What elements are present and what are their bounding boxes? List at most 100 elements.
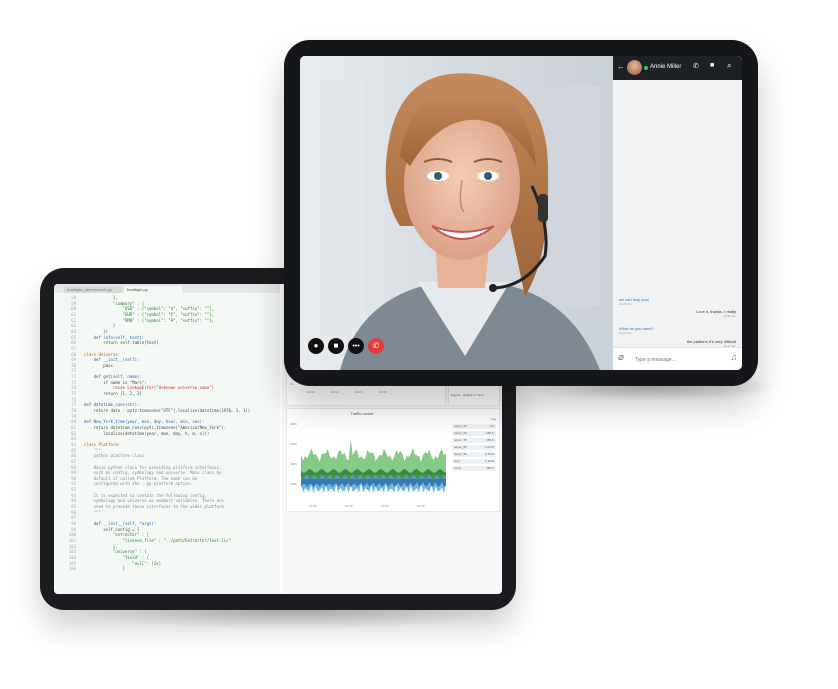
x-tick-label: 10:20 [381,504,389,508]
phone-icon[interactable]: ✆ [693,63,699,70]
contact-name[interactable]: Annie Miller [650,64,682,70]
microphone-icon[interactable]: ♫ [730,352,737,362]
editor-tab-bar: frontlight_ubermensch.py frontlight.py [54,284,280,293]
line-number: 68 [71,351,76,357]
code-line: default if called Platform. The name can… [84,475,198,481]
code-line: }) [84,328,109,334]
message-time: 10:26 am [723,314,736,318]
attachment-icon[interactable]: ⌀ [618,352,625,363]
x-tick-label: 10:10 [331,390,339,394]
line-number: 59 [71,300,76,306]
message-time: 10:25 am [619,302,632,306]
code-line: } [84,566,125,572]
message-outgoing: the platform it's very difficult 10:27 a… [687,339,736,348]
line-number: 70 [71,362,76,368]
y-tick-label: 400K [290,422,297,426]
message-text: the platform it's very difficult [686,339,736,344]
y-tick-label: 300K [290,442,297,446]
code-line: def __init__(self, *args): [84,521,157,526]
chat-panel: ← Annie Miller ✆ ■ ⌕ we can help you! 10… [613,56,742,370]
x-tick-label: 10:10 [345,504,353,508]
more-options-button[interactable]: ••• [348,338,364,354]
code-line: "USD" : {"symbol": "$", "suffix": ""}, [84,306,215,312]
line-number: 82 [71,430,76,436]
y-tick-label: 100K [290,482,297,486]
line-number: 90 [71,475,76,481]
code-line: class Universe: [84,351,121,357]
line-number: 84 [71,441,76,447]
message-outgoing: Love it, thanks. I really 10:26 am [696,309,736,318]
code-line: self.config = { [84,526,140,532]
line-number: 71 [71,368,76,374]
code-line: configured with the --py-platform option… [84,481,193,487]
legend-value: 356 K [486,466,494,470]
legend-value: 165 K [486,431,494,435]
line-number: 92 [71,487,76,493]
code-area[interactable]: 58 },59 "summary" : {60 "USD" : {"symbol… [54,295,280,594]
code-line: return [1, 2, 3] [84,391,142,397]
code-editor: frontlight_ubermensch.py frontlight.py 5… [54,284,280,594]
line-number: 80 [71,419,76,425]
end-call-button[interactable]: ✆ [368,338,384,354]
code-line: return date - pytz.timezone("UTC").local… [84,408,251,413]
line-number: 94 [71,498,76,504]
message-input[interactable] [633,353,723,366]
engine-legend-item: Engine [451,393,461,397]
line-number: 96 [71,509,76,515]
code-line: """ [84,509,101,515]
line-number: 64 [71,328,76,334]
legend-value: 356 K [486,438,494,442]
line-number: 99 [71,526,76,532]
microphone-icon: ● [313,341,319,350]
line-number: 77 [71,402,76,408]
code-line: }, [84,295,118,300]
code-line: raise LookupError("Unknown universe name… [84,385,215,391]
legend-value: 1.16 M [484,459,494,463]
editor-tab[interactable]: frontlight_ubermensch.py [64,286,122,293]
legend-name: upper_90 [454,445,467,449]
line-number: 81 [71,424,76,430]
avatar[interactable] [627,60,642,75]
code-line: such as config, symbology and universe. … [84,470,222,476]
mute-button[interactable]: ● [308,338,324,354]
chat-messages: we can help you! 10:25 am Love it, thank… [613,80,742,348]
line-number: 88 [71,464,76,470]
code-line: symbology and universe as members variab… [84,498,224,504]
code-line: "universe" : { [84,549,147,555]
y-tick-label: 0 s [290,382,295,386]
panel-title: Traffic rocket [350,411,374,416]
code-line: def get(self, name): [84,374,142,380]
line-number: 85 [71,447,76,453]
y-tick-label: 200K [290,462,297,466]
traffic-panel: Traffic rocket 400K 300K 200K 100K 10:00 10:1… [286,408,500,512]
search-icon[interactable]: ⌕ [727,61,732,70]
legend-name: upper_75 [454,438,467,442]
chat-header: ← Annie Miller ✆ ■ ⌕ [613,56,742,80]
video-icon[interactable]: ■ [710,62,715,69]
line-number: 60 [71,306,76,312]
line-number: 69 [71,357,76,363]
line-number: 76 [71,396,76,402]
message-time: 10:27 am [723,344,736,348]
code-line: }, [84,543,118,549]
code-line: It is expected to contain the following … [84,492,207,498]
code-line: used to provide these interfaces to the … [84,504,224,510]
line-number: 61 [71,311,76,317]
line-number: 89 [71,470,76,476]
line-number: 102 [68,543,76,549]
line-number: 104 [68,554,76,560]
line-number: 79 [71,413,76,419]
line-number: 100 [68,532,76,538]
legend-value: 1.04 M [484,445,494,449]
line-number: 72 [71,374,76,380]
x-tick-label: 10:00 [309,504,317,508]
editor-tab-active[interactable]: frontlight.py [124,286,182,293]
legend-header: avg [491,417,496,421]
online-status-dot [644,66,648,70]
video-toggle-button[interactable]: ■ [328,338,344,354]
back-arrow-icon[interactable]: ← [617,62,625,71]
area-series [301,479,446,487]
line-number: 66 [71,340,76,346]
line-number: 105 [68,560,76,566]
line-number: 93 [71,492,76,498]
